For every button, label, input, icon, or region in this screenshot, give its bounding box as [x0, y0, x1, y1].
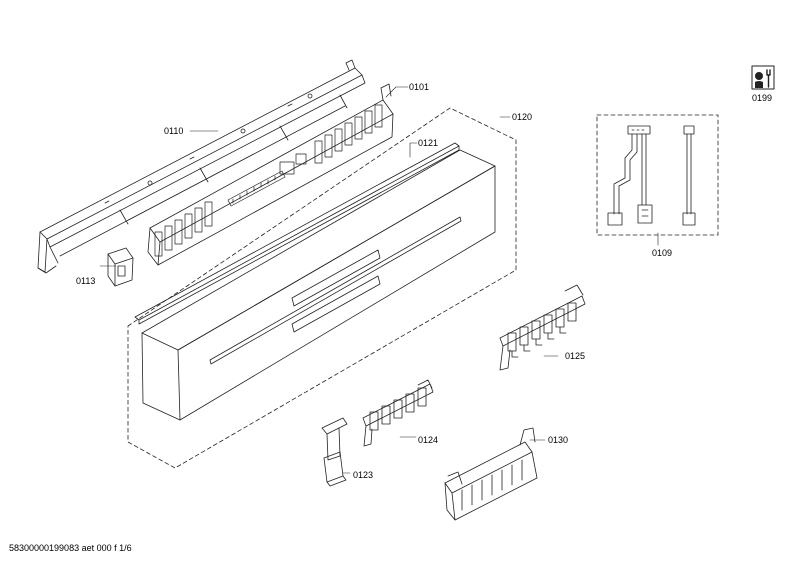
callout-0101[interactable]: 0101 — [409, 82, 430, 92]
callout-0124[interactable]: 0124 — [418, 435, 439, 445]
part-0110-rail — [37, 59, 366, 274]
callout-0120[interactable]: 0120 — [512, 112, 533, 122]
part-0121-strip — [134, 142, 460, 325]
callout-0130[interactable]: 0130 — [548, 435, 569, 445]
service-wrench-icon — [751, 65, 775, 90]
callout-0199[interactable]: 0199 — [752, 93, 773, 103]
part-0123-bracket — [321, 417, 348, 487]
leader-lines — [99, 86, 659, 474]
part-0124-switch-rail — [362, 379, 434, 447]
callout-0121[interactable]: 0121 — [418, 138, 439, 148]
part-control-panel — [141, 149, 496, 421]
part-0101-board — [147, 83, 394, 266]
callout-0125[interactable]: 0125 — [565, 351, 586, 361]
part-0130-connector — [444, 427, 538, 521]
drawing-reference: 58300000199083 aet 000 f 1/6 — [9, 543, 132, 553]
callout-0113[interactable]: 0113 — [76, 276, 96, 286]
part-0125-switch-rail — [499, 284, 586, 371]
part-0113-clip — [107, 247, 134, 287]
part-0109-harness — [596, 114, 719, 236]
callout-0110[interactable]: 0110 — [164, 126, 184, 136]
callout-0123[interactable]: 0123 — [353, 470, 374, 480]
callout-0109[interactable]: 0109 — [652, 248, 673, 258]
part-0120-outline — [127, 107, 517, 469]
